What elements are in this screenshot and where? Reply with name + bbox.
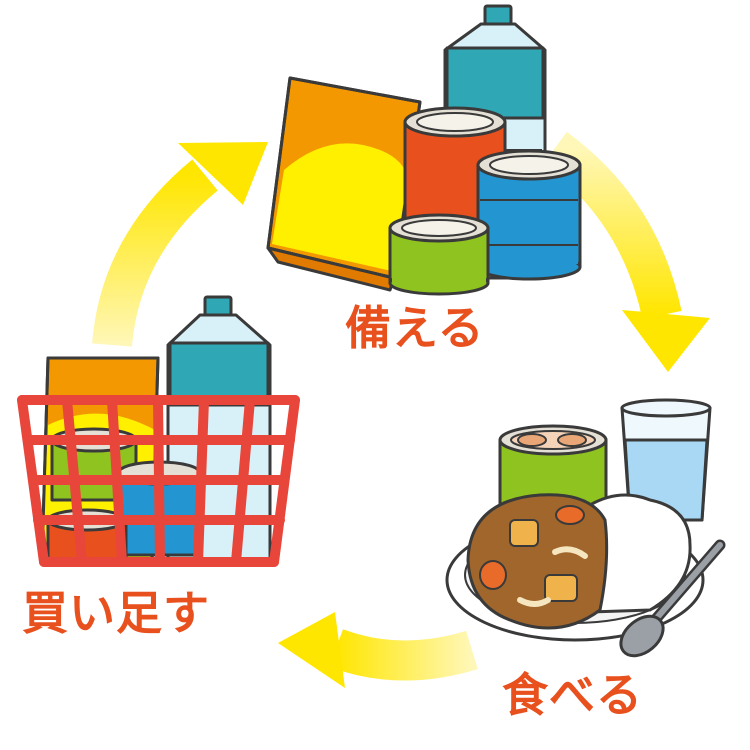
arrow-buy-to-stock [92, 142, 268, 347]
meal-illustration [445, 398, 726, 658]
green-can-icon [388, 213, 490, 296]
curry-plate-icon [445, 493, 705, 642]
label-buy: 買い足す [22, 586, 210, 640]
food-box-icon [266, 76, 422, 292]
arrow-eat-to-buy [278, 612, 478, 688]
shopping-basket-illustration [17, 295, 300, 567]
stockpile-illustration [266, 4, 582, 296]
label-eat: 食べる [502, 668, 643, 722]
basket-grid [17, 395, 300, 567]
spoon-icon [619, 539, 726, 658]
water-glass-icon [620, 398, 712, 522]
blue-can-icon [476, 149, 582, 281]
label-stock: 備える [345, 301, 485, 355]
